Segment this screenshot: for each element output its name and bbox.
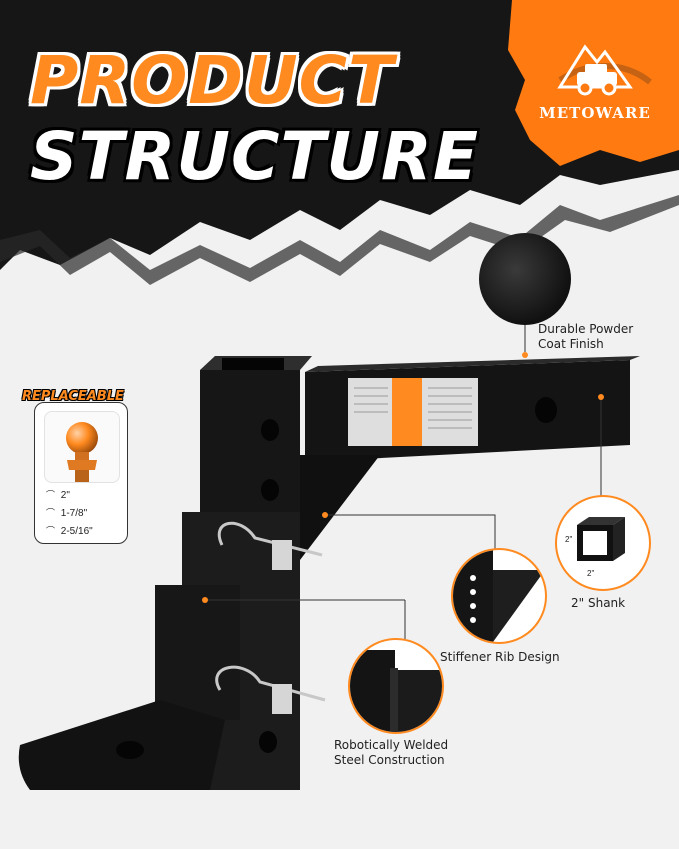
replaceable-title: REPLACEABLE bbox=[22, 389, 124, 404]
rib-closeup-icon bbox=[453, 550, 545, 642]
ball-size-1-7-8in: 1-7/8" bbox=[60, 508, 88, 519]
welded-line2: Steel Construction bbox=[334, 753, 445, 767]
brand-logo: METOWARE bbox=[520, 18, 670, 122]
ball-image-frame bbox=[44, 411, 120, 483]
welded-line1: Robotically Welded bbox=[334, 738, 449, 752]
shank-dim-a: 2" bbox=[565, 535, 573, 544]
hitch-ball-icon bbox=[66, 422, 98, 482]
ball-size-row-2: ⌒ 1-7/8" bbox=[46, 506, 87, 519]
powder-coat-callout: Durable Powder Coat Finish bbox=[538, 322, 633, 352]
shank-tube-icon bbox=[577, 517, 625, 561]
title-line-1: PRODUCT bbox=[30, 42, 395, 119]
powder-coat-line1: Durable Powder bbox=[538, 322, 634, 336]
welded-callout: Robotically Welded Steel Construction bbox=[334, 738, 448, 768]
powder-coat-detail bbox=[479, 233, 571, 325]
shank-detail: 2" 2" bbox=[555, 495, 651, 591]
ball-size-row-3: ⌒ 2-5/16" bbox=[46, 524, 93, 537]
replaceable-card bbox=[34, 402, 128, 544]
powder-coat-line2: Coat Finish bbox=[538, 337, 604, 351]
ball-size-icon: ⌒ bbox=[46, 490, 56, 500]
stiffener-rib-detail bbox=[451, 548, 547, 644]
ball-size-icon: ⌒ bbox=[46, 508, 56, 518]
title-line-2: STRUCTURE bbox=[30, 118, 479, 195]
shank-callout: 2" Shank bbox=[571, 596, 626, 610]
ball-size-row-1: ⌒ 2" bbox=[46, 488, 70, 501]
shank-dim-b: 2" bbox=[587, 569, 595, 578]
weld-closeup-icon bbox=[350, 650, 442, 732]
ball-size-2-5-16in: 2-5/16" bbox=[60, 526, 93, 537]
offroad-car-icon bbox=[557, 44, 633, 96]
stiffener-rib-callout: Stiffener Rib Design bbox=[440, 650, 560, 664]
ball-size-icon: ⌒ bbox=[46, 526, 56, 536]
brand-name: METOWARE bbox=[539, 104, 651, 122]
welded-detail bbox=[348, 638, 444, 734]
ball-size-2in: 2" bbox=[60, 490, 70, 501]
